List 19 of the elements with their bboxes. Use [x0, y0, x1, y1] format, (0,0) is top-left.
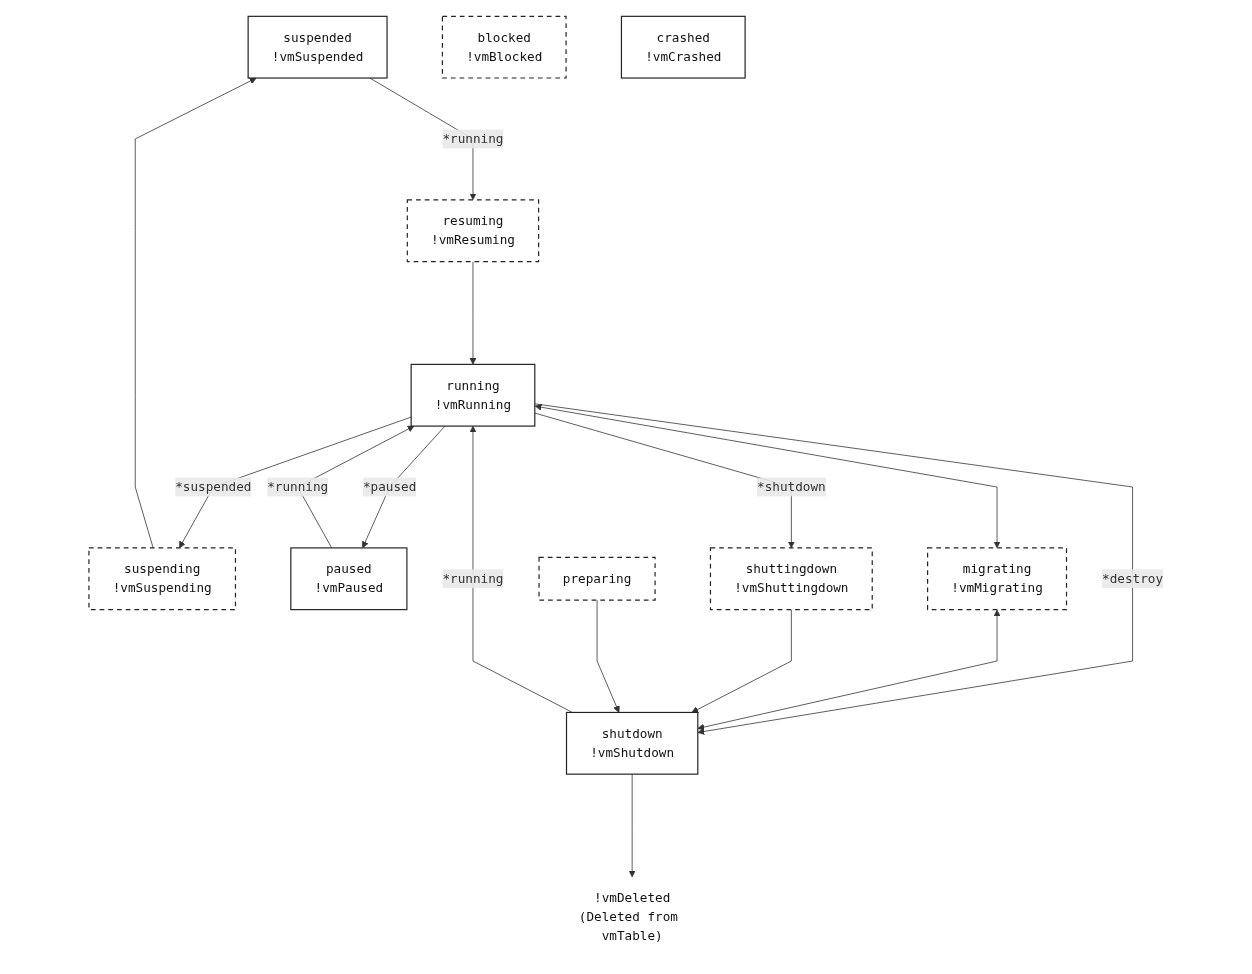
node-box: suspended !vmSuspended — [247, 15, 388, 79]
node-box: resuming !vmResuming — [406, 199, 540, 263]
edge-label: *suspended — [175, 479, 252, 495]
node-box: shuttingdown !vmShuttingdown — [709, 547, 873, 611]
edge-label: *running — [442, 570, 504, 586]
node-box: suspending !vmSuspending — [88, 547, 237, 611]
node-box: preparing — [538, 556, 656, 601]
edge-label: *running — [442, 131, 504, 147]
node-box: running !vmRunning — [410, 363, 536, 427]
edge-label: *shutdown — [757, 479, 826, 495]
node-box: paused !vmPaused — [290, 547, 408, 611]
node-box: migrating !vmMigrating — [927, 547, 1068, 611]
node-box: blocked !vmBlocked — [441, 15, 567, 79]
node-box: shutdown !vmShutdown — [565, 711, 699, 775]
edge-label: *destroy — [1102, 570, 1164, 586]
edge-label: *paused — [362, 479, 417, 495]
edge-label: *running — [267, 479, 329, 495]
node-box: crashed !vmCrashed — [620, 15, 746, 79]
node-text: !vmDeleted (Deleted from vmTable) — [578, 890, 678, 944]
